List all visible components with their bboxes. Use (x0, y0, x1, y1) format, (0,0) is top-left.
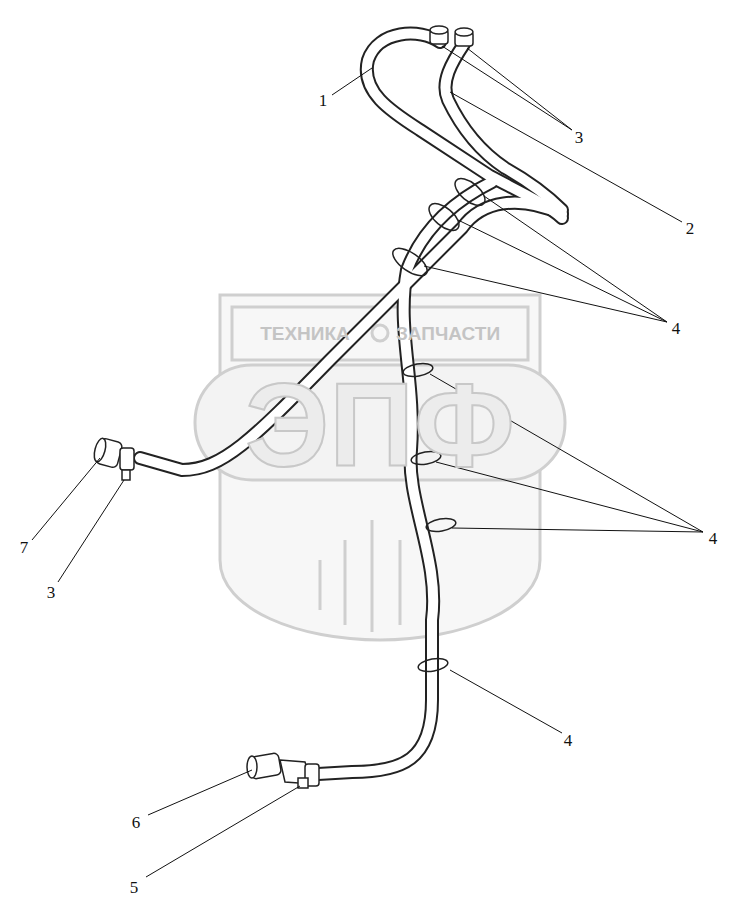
callout-number: 1 (319, 92, 328, 109)
callout-number: 5 (130, 879, 139, 896)
callout-number: 4 (672, 320, 681, 337)
callout-number: 4 (564, 732, 573, 749)
callout-number: 6 (132, 814, 141, 831)
hose (140, 34, 562, 774)
watermark-text: ЗАПЧАСТИ (396, 324, 500, 343)
callout-number: 2 (686, 220, 695, 237)
leader-line (32, 46, 703, 877)
watermark-text: ТЕХНИКА (260, 324, 350, 343)
callout-number: 4 (709, 530, 718, 547)
callout-number: 3 (47, 584, 56, 601)
callout-number: 7 (20, 539, 29, 556)
callout-number: 3 (575, 129, 584, 146)
watermark-shield (195, 295, 565, 640)
watermark-text: ЭПФ (245, 366, 514, 484)
